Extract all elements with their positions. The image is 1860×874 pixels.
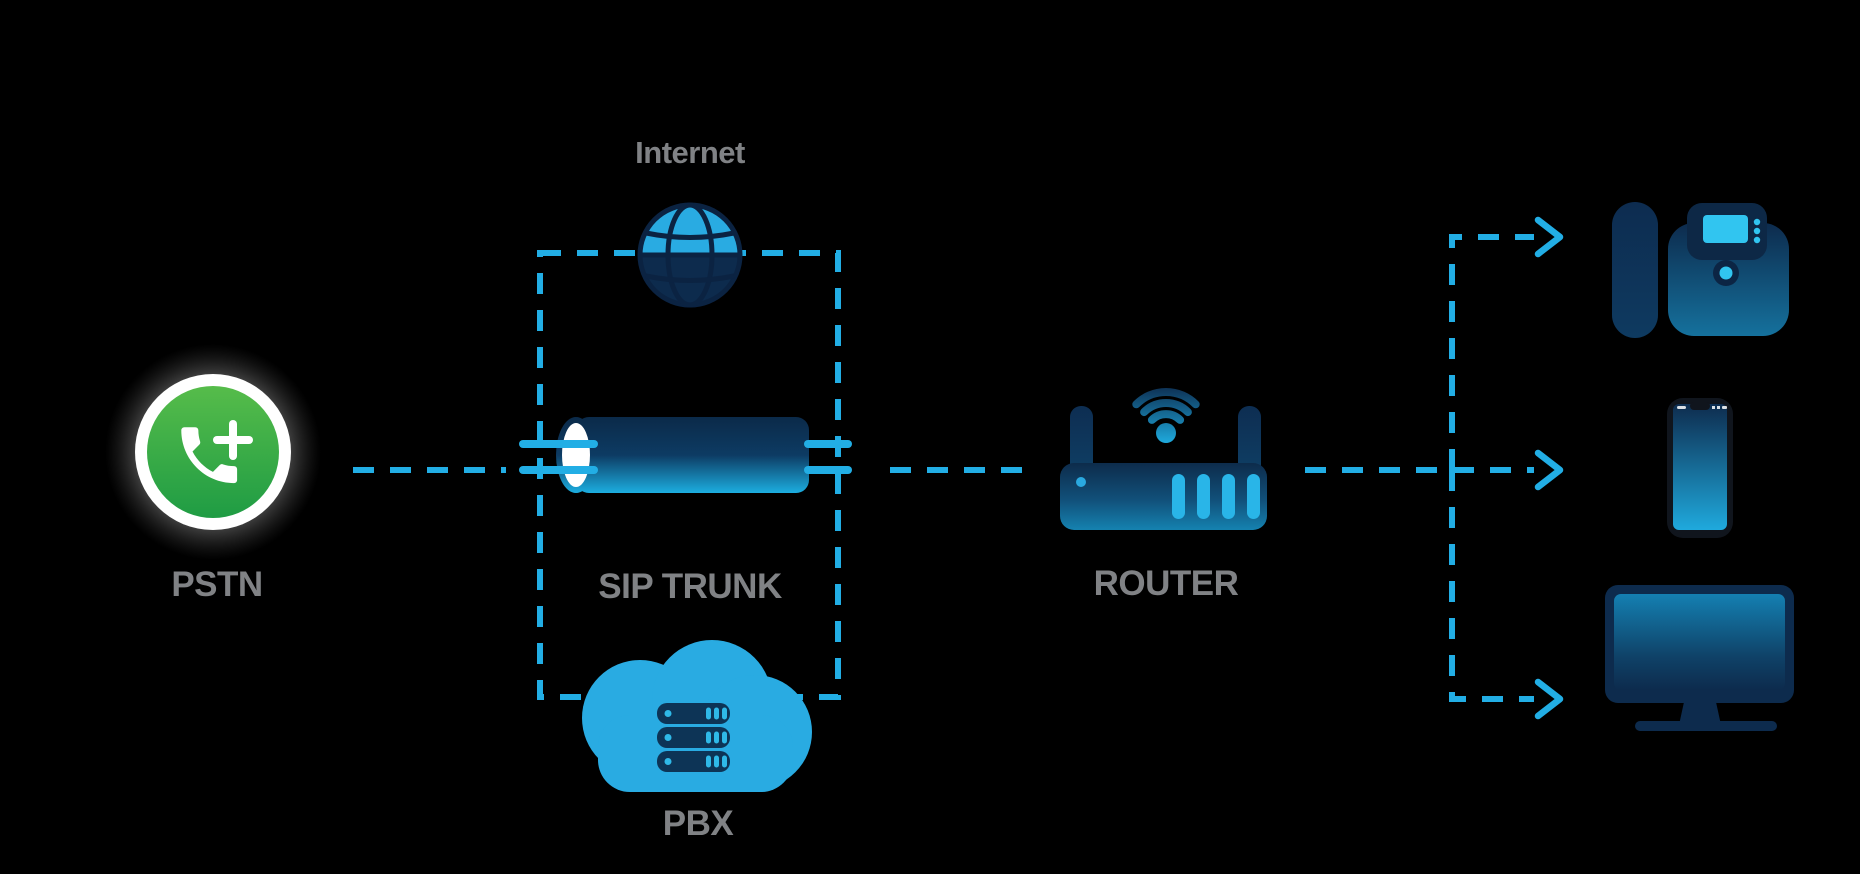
arrow-to-desk-phone xyxy=(1534,216,1564,258)
desk-phone-handset xyxy=(1612,202,1658,338)
phone-plus-icon xyxy=(181,420,253,484)
monitor-base xyxy=(1635,721,1777,731)
pipe-cylinder-icon xyxy=(519,417,852,493)
router-antenna-left xyxy=(1070,406,1093,476)
pstn-label: PSTN xyxy=(171,565,263,604)
internet-label: Internet xyxy=(635,135,745,170)
server-unit xyxy=(657,703,730,724)
router-label: ROUTER xyxy=(1093,564,1239,603)
sip-trunk-label: SIP TRUNK xyxy=(598,567,782,606)
desk-phone-icon xyxy=(1612,202,1789,338)
pstn-icon xyxy=(105,344,321,560)
desk-phone-screen xyxy=(1703,215,1748,243)
branch-to-desk-phone-line xyxy=(1449,234,1534,470)
desktop-monitor-icon xyxy=(1605,585,1794,731)
smartphone-notch xyxy=(1690,402,1710,410)
arrow-to-monitor xyxy=(1534,678,1564,720)
branch-to-monitor-line xyxy=(1449,470,1534,702)
smartphone-statusbar xyxy=(1677,406,1727,409)
smartphone-icon xyxy=(1667,398,1733,538)
globe-icon xyxy=(637,202,743,308)
monitor-screen xyxy=(1614,594,1785,690)
server-unit xyxy=(657,727,730,748)
desk-phone-dial-button xyxy=(1719,266,1733,280)
cloud-servers-icon xyxy=(582,640,812,792)
pstn-green-disc xyxy=(147,386,279,518)
arrow-to-smartphone xyxy=(1534,449,1564,491)
pbx-label: PBX xyxy=(662,804,734,843)
smartphone-screen xyxy=(1673,404,1727,530)
monitor-stand xyxy=(1679,702,1721,725)
router-antenna-right xyxy=(1238,406,1261,476)
server-unit xyxy=(657,751,730,772)
router-body xyxy=(1060,463,1267,530)
wifi-icon xyxy=(1132,388,1200,443)
wifi-router-icon xyxy=(1060,388,1267,530)
router-led xyxy=(1076,477,1086,487)
server-stack-icon xyxy=(657,703,730,772)
